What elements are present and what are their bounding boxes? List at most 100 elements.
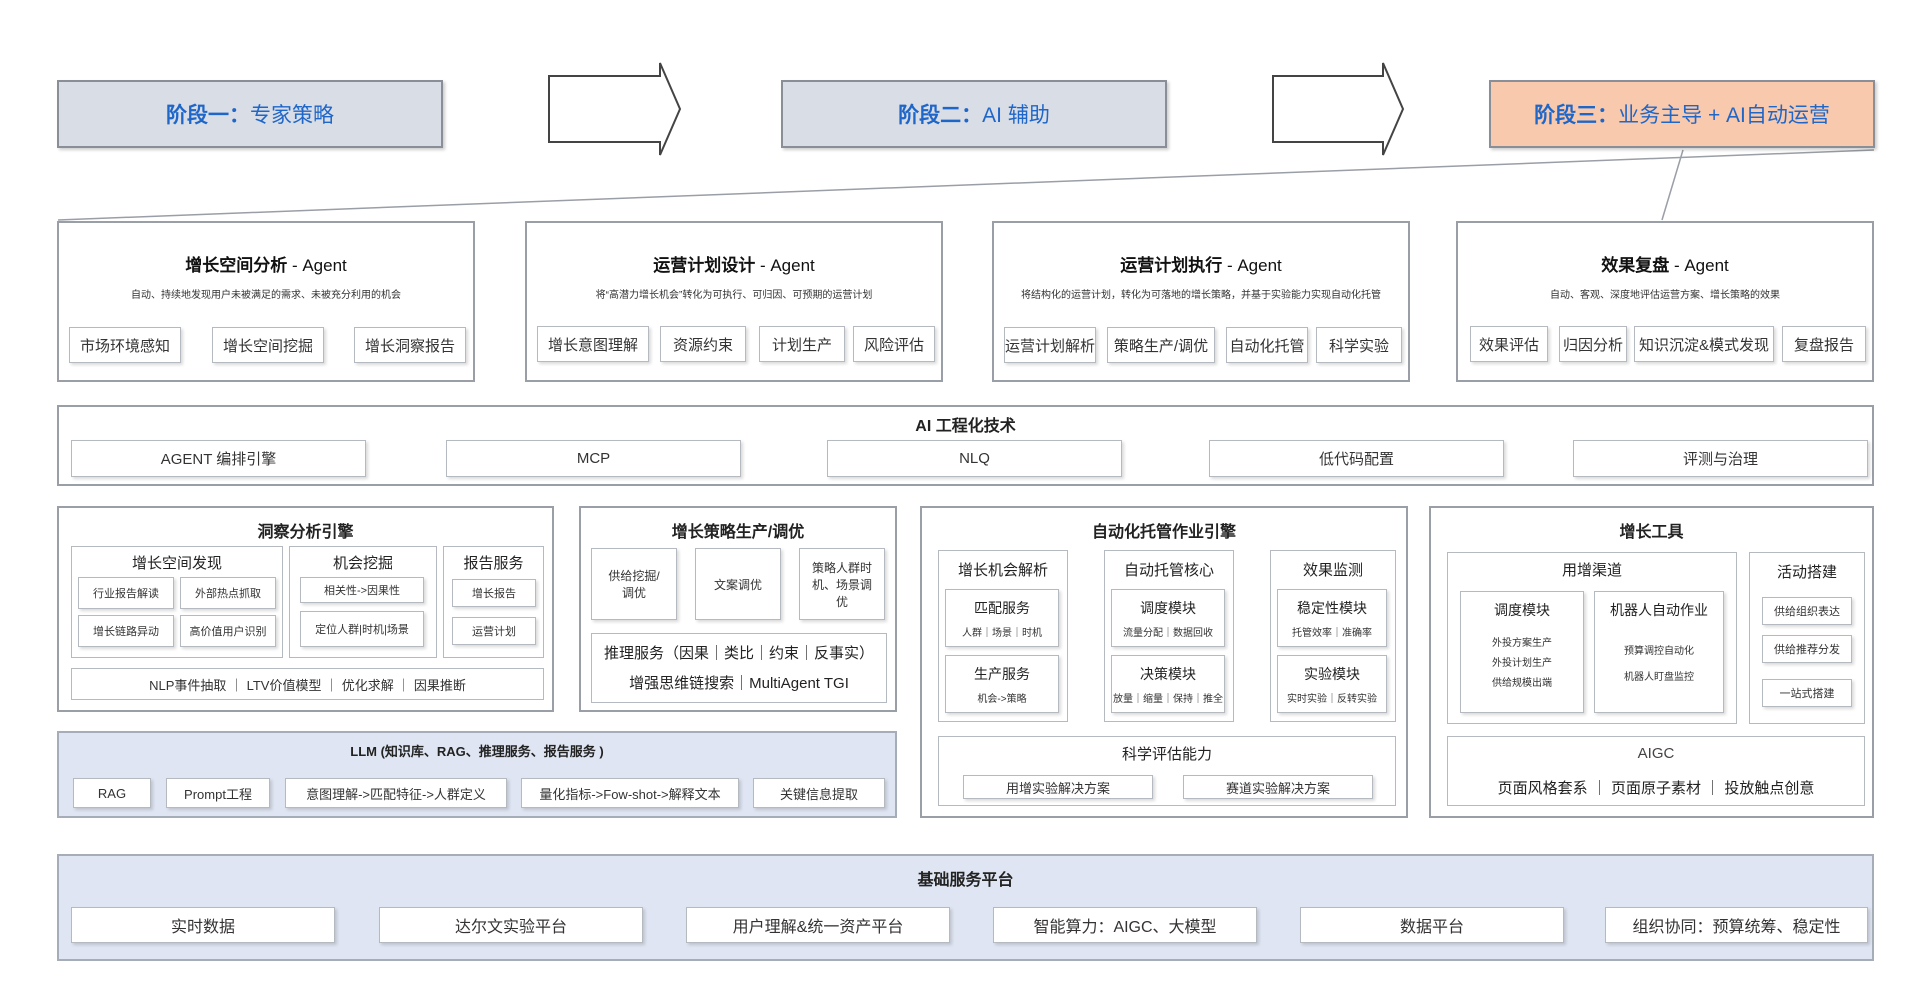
chip-growth-intent[interactable]: 增长意图理解 — [537, 326, 649, 362]
auto-hosting-title: 自动化托管作业引擎 — [1091, 524, 1236, 541]
col-title: 增长机会解析 — [957, 562, 1048, 579]
channel-dispatch-module[interactable]: 调度模块 外投方案生产 外投计划生产 供给规模出端 — [1460, 591, 1584, 713]
opportunity-mining-box: 机会挖掘 相关性->因果性 定位人群|时机|场景 — [289, 546, 437, 658]
chip-resource-constraint[interactable]: 资源约束 — [660, 326, 746, 362]
chip-realtime-data[interactable]: 实时数据 — [71, 907, 335, 943]
stage-3-banner: 阶段三：业务主导 + AI自动运营 — [1489, 80, 1875, 148]
module-name: 生产服务 — [974, 666, 1030, 682]
production-service-box[interactable]: 生产服务 机会->策略 — [945, 655, 1059, 713]
module-name: 调度模块 — [1494, 602, 1550, 618]
stage-1-prefix: 阶段一： — [166, 104, 250, 127]
chip-growth-chain-anomaly[interactable]: 增长链路异动 — [78, 615, 174, 647]
chip-plan-parsing[interactable]: 运营计划解析 — [1004, 327, 1096, 363]
chip-market-sensing[interactable]: 市场环境感知 — [69, 327, 181, 363]
chip-attribution-analysis[interactable]: 归因分析 — [1559, 326, 1627, 362]
chip-org-collab[interactable]: 组织协同：预算统筹、稳定性 — [1605, 907, 1868, 943]
decision-module-box[interactable]: 决策模块 放量｜缩量｜保持｜推全 — [1111, 655, 1225, 713]
robot-auto-ops-module[interactable]: 机器人自动作业 预算调控自动化 机器人盯盘监控 — [1594, 591, 1724, 713]
chip-prompt-engineering[interactable]: Prompt工程 — [166, 778, 270, 808]
match-service-box[interactable]: 匹配服务 人群｜场景｜时机 — [945, 589, 1059, 647]
col-title: 自动托管核心 — [1123, 562, 1214, 579]
chip-supply-recommend[interactable]: 供给推荐分发 — [1762, 635, 1852, 663]
chip-agent-orchestration[interactable]: AGENT 编排引擎 — [71, 440, 366, 477]
strategy-title: 增长策略生产/调优 — [671, 524, 805, 541]
chip-compute-aigc[interactable]: 智能算力：AIGC、大模型 — [993, 907, 1257, 943]
chip-knowledge-pattern[interactable]: 知识沉淀&模式发现 — [1634, 326, 1774, 362]
chip-scientific-experiment[interactable]: 科学实验 — [1316, 327, 1402, 363]
module-item: 外投计划生产 — [1492, 658, 1552, 669]
chip-user-asset-platform[interactable]: 用户理解&统一资产平台 — [686, 907, 950, 943]
auto-hosting-panel: 自动化托管作业引擎 增长机会解析 匹配服务 人群｜场景｜时机 生产服务 机会->… — [920, 506, 1408, 818]
chip-key-info-extract[interactable]: 关键信息提取 — [753, 778, 885, 808]
chip-growth-space-mining[interactable]: 增长空间挖掘 — [212, 327, 324, 363]
ai-engineering-panel: AI 工程化技术 AGENT 编排引擎 MCP NLQ 低代码配置 评测与治理 — [57, 405, 1874, 486]
chip-correlation-causality[interactable]: 相关性->因果性 — [300, 577, 424, 603]
col-title: 效果监测 — [1302, 562, 1363, 579]
stage-1-name: 专家策略 — [250, 104, 334, 127]
chip-data-platform[interactable]: 数据平台 — [1300, 907, 1564, 943]
chip-rag[interactable]: RAG — [73, 778, 151, 808]
aigc-box: AIGC 页面风格套系 ｜ 页面原子素材 ｜ 投放触点创意 — [1447, 736, 1865, 806]
chip-crowd-timing[interactable]: 策略人群时机、场景调优 — [799, 548, 885, 620]
chip-eval-governance[interactable]: 评测与治理 — [1573, 440, 1868, 477]
chip-effect-evaluation[interactable]: 效果评估 — [1470, 326, 1548, 362]
growth-tools-panel: 增长工具 用增渠道 调度模块 外投方案生产 外投计划生产 供给规模出端 机器人自… — [1429, 506, 1874, 818]
aigc-title: AIGC — [1637, 745, 1675, 762]
activity-builder-title: 活动搭建 — [1776, 564, 1837, 581]
chip-growth-report[interactable]: 增长报告 — [452, 579, 536, 607]
agent-desc: 自动、客观、深度地评估运营方案、增长策略的效果 — [1550, 290, 1780, 301]
chip-metric-fewshot-explain[interactable]: 量化指标->Fow-shot->解释文本 — [521, 778, 739, 808]
chip-darwin-platform[interactable]: 达尔文实验平台 — [379, 907, 643, 943]
chip-hot-topic[interactable]: 外部热点抓取 — [180, 577, 276, 609]
chip-strategy-tuning[interactable]: 策略生产/调优 — [1107, 327, 1215, 363]
chip-mcp[interactable]: MCP — [446, 440, 741, 477]
callout-line-right — [1661, 149, 1684, 221]
chip-low-code[interactable]: 低代码配置 — [1209, 440, 1504, 477]
insight-engine-title: 洞察分析引擎 — [257, 524, 354, 541]
reasoning-service-box: 推理服务（因果｜类比｜约束｜反事实） 增强思维链搜索｜MultiAgent TG… — [591, 633, 887, 703]
auto-hosting-core-box: 自动托管核心 调度模块 流量分配｜数据回收 决策模块 放量｜缩量｜保持｜推全 — [1104, 550, 1234, 722]
module-sub: 实时实验｜反转实验 — [1287, 694, 1377, 705]
chip-intent-feature-crowd[interactable]: 意图理解->匹配特征->人群定义 — [285, 778, 507, 808]
cot-search-line: 增强思维链搜索｜MultiAgent TGI — [629, 675, 849, 692]
chip-ops-plan[interactable]: 运营计划 — [452, 617, 536, 645]
chip-track-experiment-solution[interactable]: 赛道实验解决方案 — [1183, 775, 1373, 799]
chip-plan-production[interactable]: 计划生产 — [759, 326, 845, 362]
chip-copy-tuning[interactable]: 文案调优 — [695, 548, 781, 620]
module-item: 供给规模出端 — [1492, 678, 1552, 689]
stage-2-name: AI 辅助 — [982, 104, 1050, 127]
module-name: 匹配服务 — [974, 600, 1030, 616]
module-sub: 放量｜缩量｜保持｜推全 — [1113, 694, 1223, 705]
chip-one-stop-build[interactable]: 一站式搭建 — [1762, 679, 1852, 707]
chip-industry-report[interactable]: 行业报告解读 — [78, 577, 174, 609]
agent-desc: 将“高潜力增长机会”转化为可执行、可归因、可预期的运营计划 — [595, 290, 873, 301]
aigc-items-line: 页面风格套系 ｜ 页面原子素材 ｜ 投放触点创意 — [1497, 780, 1815, 797]
agent-ops-plan-execution: 运营计划执行 - Agent 将结构化的运营计划，转化为可落地的增长策略，并基于… — [992, 221, 1410, 382]
chip-supply-org[interactable]: 供给组织表达 — [1762, 597, 1852, 625]
chip-auto-hosting[interactable]: 自动化托管 — [1226, 327, 1308, 363]
agent-title: 运营计划设计 - Agent — [653, 256, 815, 275]
chip-growth-insight-report[interactable]: 增长洞察报告 — [354, 327, 466, 363]
dispatch-module-box[interactable]: 调度模块 流量分配｜数据回收 — [1111, 589, 1225, 647]
experiment-module-box[interactable]: 实验模块 实时实验｜反转实验 — [1277, 655, 1387, 713]
module-name: 调度模块 — [1140, 600, 1196, 616]
activity-builder-box: 活动搭建 供给组织表达 供给推荐分发 一站式搭建 — [1749, 552, 1865, 724]
module-sub: 流量分配｜数据回收 — [1123, 628, 1213, 639]
chip-supply-mining[interactable]: 供给挖掘/调优 — [591, 548, 677, 620]
growth-channel-title: 用增渠道 — [1561, 562, 1622, 579]
chip-review-report[interactable]: 复盘报告 — [1782, 326, 1866, 362]
chip-nlq[interactable]: NLQ — [827, 440, 1122, 477]
chip-target-crowd[interactable]: 定位人群|时机|场景 — [300, 611, 424, 647]
module-sub: 机会->策略 — [977, 694, 1027, 705]
scientific-evaluation-box: 科学评估能力 用增实验解决方案 赛道实验解决方案 — [938, 736, 1396, 806]
agent-title: 运营计划执行 - Agent — [1120, 256, 1282, 275]
arrow-right-icon — [548, 62, 682, 156]
chip-growth-experiment-solution[interactable]: 用增实验解决方案 — [963, 775, 1153, 799]
strategy-panel: 增长策略生产/调优 供给挖掘/调优 文案调优 策略人群时机、场景调优 推理服务（… — [579, 506, 897, 712]
agent-desc: 将结构化的运营计划，转化为可落地的增长策略，并基于实验能力实现自动化托管 — [1021, 290, 1381, 301]
module-name: 机器人自动作业 — [1610, 602, 1708, 618]
stability-module-box[interactable]: 稳定性模块 托管效率｜准确率 — [1277, 589, 1387, 647]
chip-high-value-user[interactable]: 高价值用户识别 — [180, 615, 276, 647]
base-platform-panel: 基础服务平台 实时数据 达尔文实验平台 用户理解&统一资产平台 智能算力：AIG… — [57, 854, 1874, 961]
chip-risk-assessment[interactable]: 风险评估 — [853, 326, 935, 362]
